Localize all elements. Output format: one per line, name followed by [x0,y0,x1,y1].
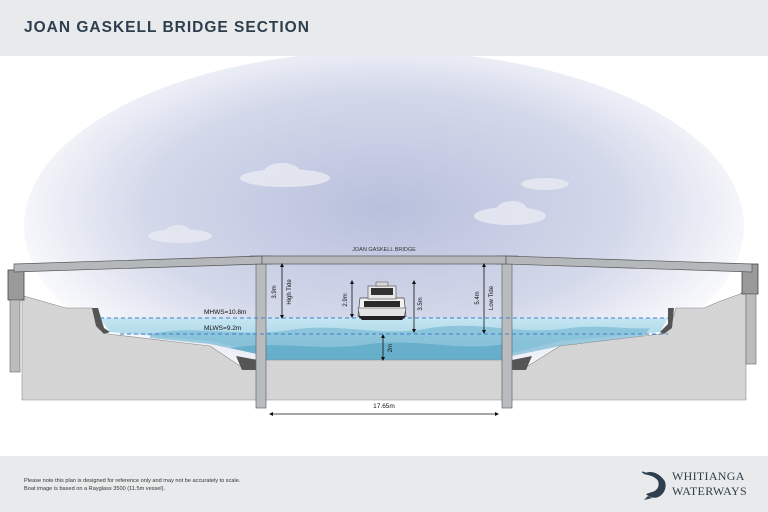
footer-bar [0,456,768,512]
disclaimer-note: Please note this plan is designed for re… [24,478,241,484]
dim-high-tide-label: High Tide [287,279,293,305]
header-bar: JOAN GASKELL BRIDGE SECTION [0,0,768,56]
bridge-label: JOAN GASKELL BRIDGE [352,247,416,253]
bridge-deck [261,255,507,265]
dim-low-tide-value: 5.4m [475,291,481,304]
mhws-label: MHWS=10.8m [204,309,246,316]
bridge-deck [505,255,753,273]
mlws-label: MLWS=9.2m [204,325,241,332]
dim-boat-low-value: 3.5m [418,297,424,310]
boat [357,281,407,320]
water-wave-deep [230,342,512,360]
abutment-left-post [9,299,21,373]
marlin-icon [641,471,666,500]
page-title: JOAN GASKELL BRIDGE SECTION [24,19,310,36]
dim-boat-height-value: 2.9m [343,293,349,306]
cloud [474,201,546,225]
dim-high-tide-value: 3.9m [272,285,278,298]
bridge-section-diagram: JOAN GASKELL BRIDGE MHWS=10.8m MLWS=9.2m… [7,56,759,416]
dim-span-value: 17.65m [373,403,395,410]
pier-left [255,261,267,409]
bank-edge-left-low [236,356,258,370]
dim-low-tide-label: Low Tide [489,285,495,310]
abutment-right-post [745,293,757,365]
bank-edge-left [92,308,110,334]
sky-backdrop [24,56,744,401]
pier-right [501,261,513,409]
boat-reference-note: Boat image is based on a Rayglass 3500 (… [24,486,166,492]
bank-edge-right-low [512,356,532,370]
abutment-left [7,269,25,301]
logo-line-2: WATERWAYS [672,484,747,498]
cloud [148,225,212,243]
dim-depth-value: 2m [388,344,394,352]
cloud [521,178,569,190]
logo-line-1: WHITIANGA [672,469,745,483]
cloud [240,163,330,187]
bank-edge-right [660,308,674,334]
whitianga-waterways-logo: WHITIANGA WATERWAYS [640,466,750,502]
